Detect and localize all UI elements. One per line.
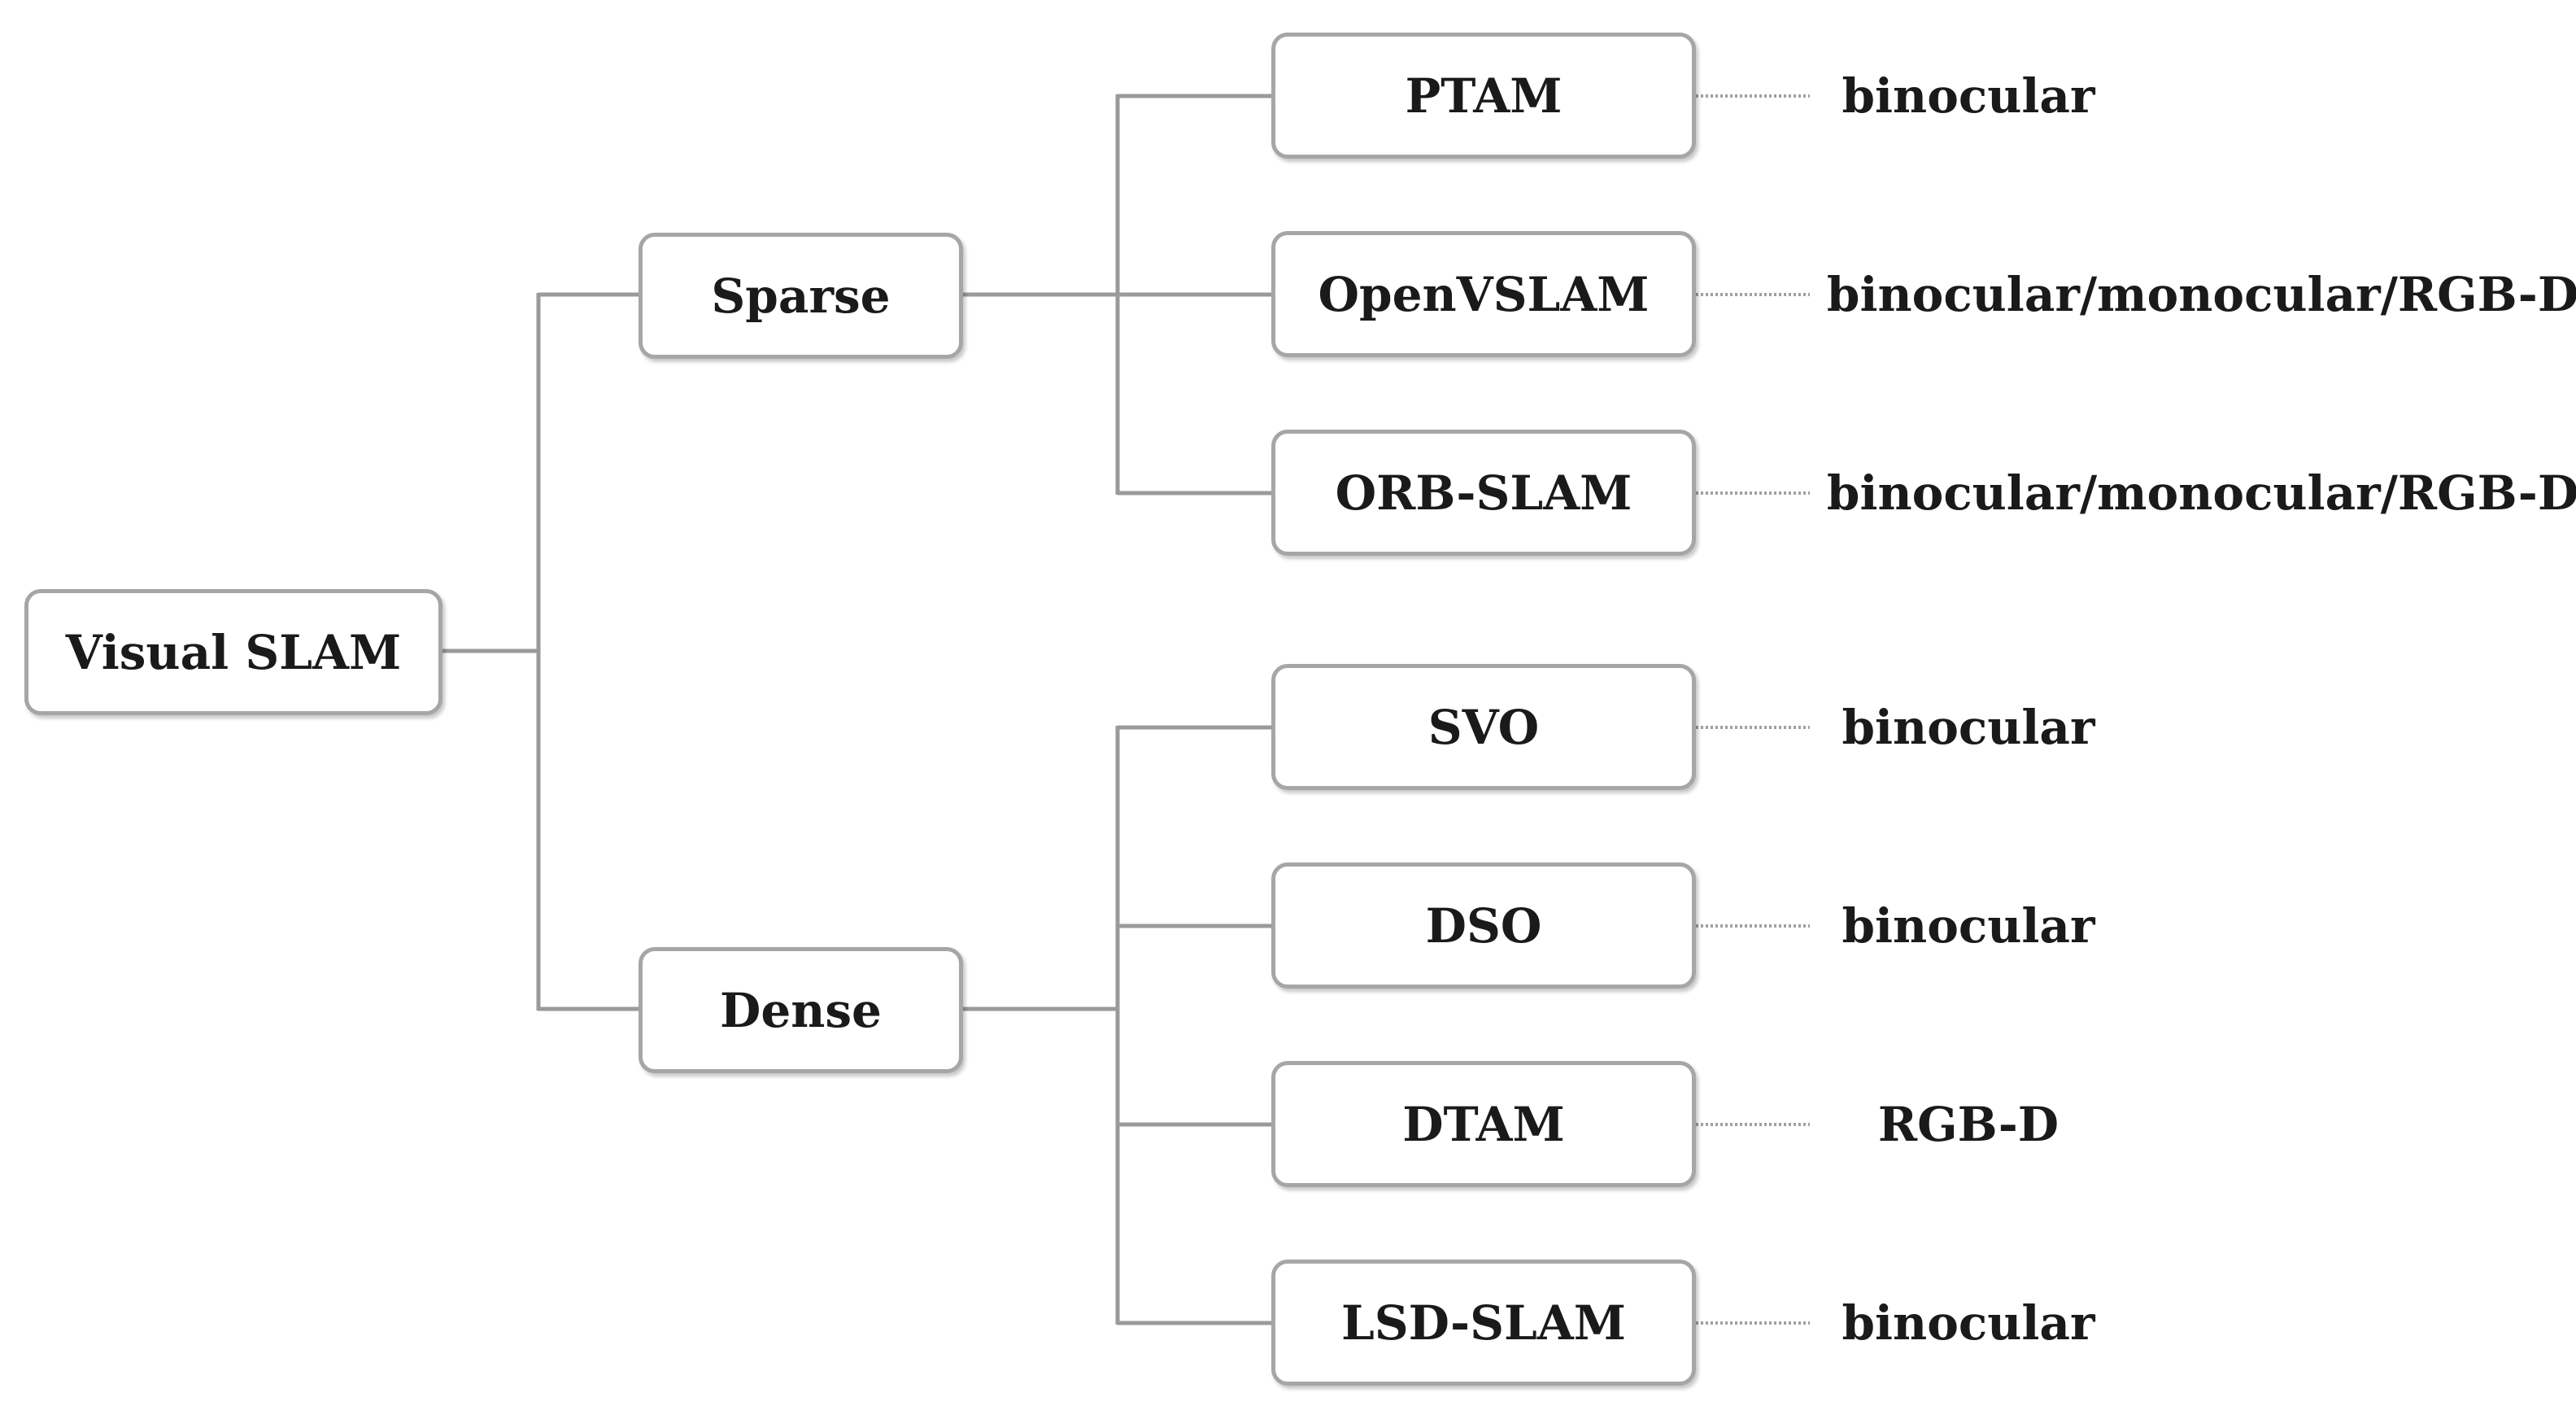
method-node-svo: SVO	[1271, 664, 1696, 790]
root-node-visual-slam: Visual SLAM	[24, 589, 442, 715]
sensor-label-orb-slam: binocular/monocular/RGB-D	[1826, 465, 2576, 521]
sensor-label-dtam: RGB-D	[1877, 1097, 2059, 1152]
category-node-dense: Dense	[639, 947, 963, 1073]
sensor-label-openvslam: binocular/monocular/RGB-D	[1826, 267, 2576, 322]
sensor-label-ptam: binocular	[1842, 68, 2095, 124]
sensor-label-svo: binocular	[1842, 700, 2095, 755]
method-node-orb-slam: ORB-SLAM	[1271, 430, 1696, 556]
category-label: Dense	[720, 982, 882, 1038]
method-label: ORB-SLAM	[1335, 465, 1632, 521]
method-label: LSD-SLAM	[1341, 1295, 1626, 1351]
method-node-lsd-slam: LSD-SLAM	[1271, 1260, 1696, 1386]
category-label: Sparse	[711, 268, 891, 324]
sensor-label-dso: binocular	[1842, 898, 2095, 954]
method-label: PTAM	[1405, 68, 1563, 124]
method-node-dso: DSO	[1271, 862, 1696, 989]
method-label: DSO	[1425, 897, 1542, 954]
sensor-leaders	[1696, 94, 1810, 1325]
category-node-sparse: Sparse	[639, 233, 963, 359]
sensor-label-lsd-slam: binocular	[1842, 1295, 2095, 1351]
method-label: SVO	[1427, 699, 1540, 755]
method-node-openvslam: OpenVSLAM	[1271, 231, 1696, 357]
method-node-ptam: PTAM	[1271, 33, 1696, 159]
root-label: Visual SLAM	[65, 624, 402, 680]
method-label: DTAM	[1402, 1096, 1565, 1152]
method-label: OpenVSLAM	[1318, 266, 1650, 322]
method-node-dtam: DTAM	[1271, 1061, 1696, 1187]
